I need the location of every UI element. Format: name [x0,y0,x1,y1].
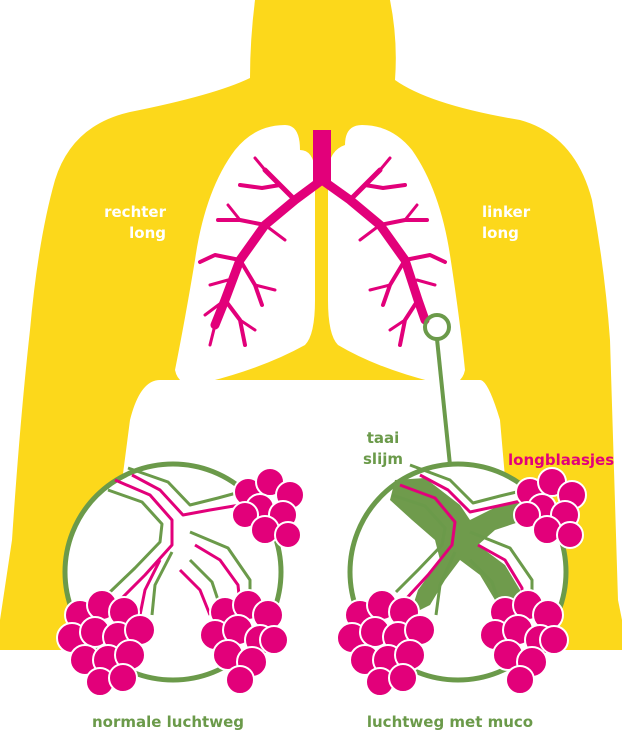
alveoli-cluster [480,590,568,694]
normal-airway-detail [57,464,304,696]
normal-airway-caption: normale luchtweg [92,713,244,731]
right-lung-label-line1: rechter [104,203,166,221]
mucus-airway-caption: luchtweg met muco [367,713,533,731]
alveoli-cluster [200,590,288,694]
right-lung-label-line2: long [129,224,166,242]
left-lung-label-line1: linker [482,203,531,221]
mucus-label-line2: slijm [363,450,403,468]
left-lung-label-line2: long [482,224,519,242]
mucus-airway-detail [337,464,586,696]
mucus-label-line1: taai [367,429,400,447]
alveoli-label: longblaasjes [508,451,614,469]
